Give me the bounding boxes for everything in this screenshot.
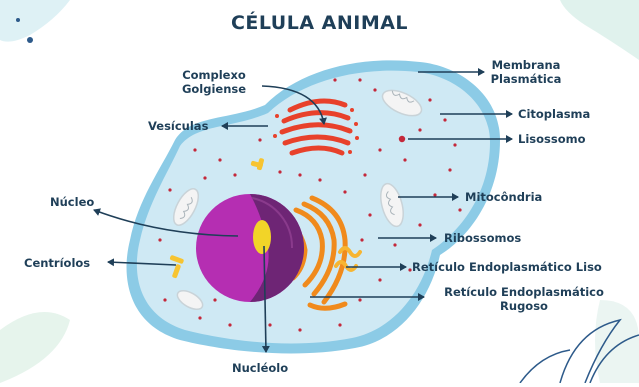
- label-reticulo-liso: Retículo Endoplasmático Liso: [412, 260, 602, 274]
- label-vesiculas: Vesículas: [148, 119, 208, 133]
- label-membrana-plasmatica: Membrana Plasmática: [482, 58, 570, 86]
- label-centriolos: Centríolos: [24, 256, 90, 270]
- label-text: Retículo Endoplasmático Rugoso: [444, 285, 604, 313]
- label-nucleolo: Nucléolo: [232, 361, 288, 375]
- label-lisossomo: Lisossomo: [518, 132, 586, 146]
- label-mitocondria: Mitocôndria: [465, 190, 542, 204]
- label-nucleo: Núcleo: [50, 195, 94, 209]
- label-text: Membrana Plasmática: [491, 58, 562, 86]
- diagram-title: CÉLULA ANIMAL: [0, 12, 639, 34]
- lysosome: [399, 136, 405, 142]
- label-reticulo-rugoso: Retículo Endoplasmático Rugoso: [428, 285, 620, 313]
- label-ribossomos: Ribossomos: [444, 231, 521, 245]
- label-complexo-golgiense: Complexo Golgiense: [168, 68, 260, 96]
- nucleus: [196, 194, 304, 302]
- label-citoplasma: Citoplasma: [518, 107, 590, 121]
- label-text: Complexo Golgiense: [182, 68, 246, 96]
